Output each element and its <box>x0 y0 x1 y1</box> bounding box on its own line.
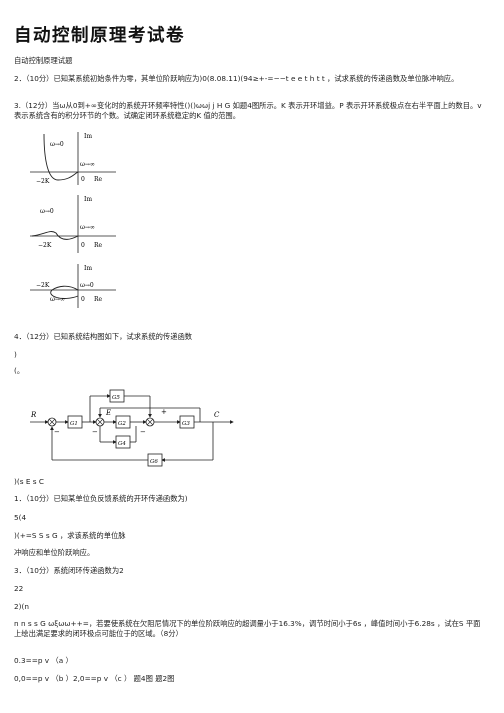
signal-r: R <box>30 411 37 419</box>
sign-minus-3: − <box>140 428 146 436</box>
label-g4: G4 <box>118 441 126 447</box>
line-sesc: )(s E s C <box>14 477 44 486</box>
line-54: 5(4 <box>14 513 27 522</box>
re-label: Re <box>94 296 103 303</box>
line-00: 0,0==p v （b ）2,0==p v （c ） 题4图 题2图 <box>14 674 175 683</box>
sign-plus: + <box>161 408 167 416</box>
nyquist-plot-a: Im ω→0 ω→∞ −2K 0 Re <box>30 132 116 185</box>
omega-inf-label: ω→∞ <box>50 296 65 303</box>
omega-zero-label: ω→0 <box>40 208 54 215</box>
question-4: 4．（12分）已知系统结构图如下，试求系统的传递函数 <box>14 332 193 341</box>
block-g2 <box>115 415 131 429</box>
im-label: Im <box>84 265 92 272</box>
omega-inf-label: ω→∞ <box>80 224 95 231</box>
block-g6 <box>147 453 163 467</box>
line-2n: 2)(n <box>14 602 29 611</box>
im-label: Im <box>84 133 92 140</box>
zero-label: 0 <box>81 296 85 303</box>
omega-zero-label: ω→0 <box>80 282 94 289</box>
omega-zero-label: ω→0 <box>50 141 64 148</box>
question-2: 2．（10分）已知某系统初始条件为零，其单位阶跃响应为)0(8.08.11)(9… <box>14 74 459 83</box>
block-diagram: R E C G1 G2 G3 G4 G5 G6 + − − − <box>30 389 234 467</box>
line-nns: n n s s G ωξωω++=，若要使系统在欠阻尼情况下的单位阶跃响应的超调… <box>14 619 481 638</box>
nyquist-curve <box>50 285 79 299</box>
signal-c: C <box>214 411 220 419</box>
sign-minus-2: − <box>92 428 98 436</box>
line-22: 22 <box>14 584 24 593</box>
im-label: Im <box>84 196 92 203</box>
page-title: 自动控制原理考试卷 <box>14 26 185 46</box>
label-g6: G6 <box>150 459 158 465</box>
re-label: Re <box>94 176 103 183</box>
minus-2k-label: −2K <box>36 282 50 289</box>
label-g5: G5 <box>112 395 120 401</box>
question-3b: 3．（10分）系统闭环传递函数为2 <box>14 566 124 575</box>
label-g3: G3 <box>182 421 190 427</box>
question-1: 1．（10分）已知某单位负反馈系统的开环传递函数为) <box>14 494 188 503</box>
question-4-paren: ) <box>14 350 17 359</box>
line-req: )(+=S S s G ，求该系统的单位脉 <box>14 531 126 540</box>
sign-minus-1: − <box>54 428 60 436</box>
subtitle: 自动控制原理试题 <box>14 56 73 65</box>
block-g3 <box>179 415 195 429</box>
zero-label: 0 <box>81 176 85 183</box>
label-g1: G1 <box>70 421 78 427</box>
line-03: 0.3==p v （a ） <box>14 656 73 665</box>
re-label: Re <box>94 242 103 249</box>
omega-inf-label: ω→∞ <box>80 161 95 168</box>
nyquist-curve <box>43 133 79 181</box>
question-3: 3.（12分）当ω从0到+∞变化时的系统开环频率特性()()ωωj j H G … <box>14 101 482 120</box>
minus-2k-label: −2K <box>38 242 52 249</box>
block-g4 <box>115 435 131 449</box>
block-g1 <box>67 415 83 429</box>
signal-e: E <box>105 409 111 417</box>
label-g2: G2 <box>118 421 126 427</box>
question-4-paren-b: (。 <box>14 366 25 375</box>
line-resp: 冲响应和单位阶跃响应。 <box>14 548 95 557</box>
nyquist-plot-b: Im ω→0 ω→∞ −2K 0 Re <box>30 195 116 253</box>
zero-label: 0 <box>81 242 85 249</box>
minus-2k-label: −2K <box>36 178 50 185</box>
nyquist-plot-c: Im −2K ω→0 ω→∞ 0 Re <box>30 264 116 308</box>
nyquist-curve <box>31 231 79 240</box>
block-g5 <box>109 389 125 403</box>
